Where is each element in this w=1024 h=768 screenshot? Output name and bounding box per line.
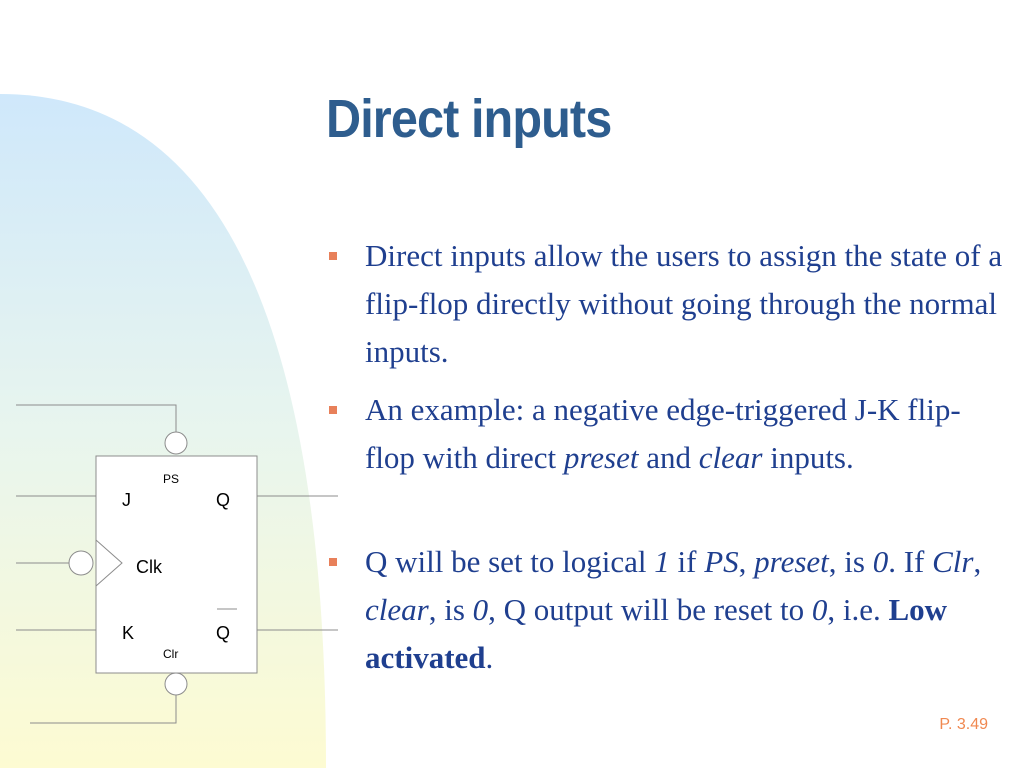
clear-wire [30,695,177,724]
bullet-text-run: clear [365,592,429,627]
bullet-text-run: Clr [932,544,974,579]
bullet-text-run: , [738,544,755,579]
clk-label: Clk [136,557,163,577]
q-label: Q [216,490,230,510]
bullet-text-run: inputs. [762,440,854,475]
bullet-text-run: An example: a negative edge-triggered J-… [365,392,961,475]
bullet-text-run: PS [704,544,739,579]
bullet-text-run: preset [563,440,639,475]
ps-label: PS [163,472,179,486]
bullet-text-run: 0 [472,592,489,627]
j-label: J [122,490,131,510]
slide-title: Direct inputs [326,89,612,149]
clk-inversion-bubble [68,550,94,576]
k-label: K [122,623,134,643]
bullet-text-run: Direct inputs allow the users to assign … [365,238,1003,369]
bullet-text-run: , Q output will be reset to [488,592,812,627]
bullet-text-run: clear [698,440,763,475]
bullet-text: An example: a negative edge-triggered J-… [365,386,1005,482]
page-number: P. 3.49 [939,716,988,733]
q-bar-label: Q [216,623,230,643]
bullet-text: Direct inputs allow the users to assign … [365,232,1005,376]
bullet-text-run: 1 [654,544,670,579]
clear-inversion-bubble [164,672,188,696]
bullet-text-run: 0 [872,544,889,579]
bullet-text-run: 0 [811,592,828,627]
bullet-text-run: . [485,640,494,675]
square-bullet-icon [329,406,337,414]
bullet-text-run: . If [888,544,933,579]
bullet-text: Q will be set to logical 1 if PS, preset… [365,538,1005,682]
bullet-text-run: preset [754,544,829,579]
jk-flip-flop-diagram: J PS Q Clk K Q Clr [16,404,338,724]
bullet-text-run: if [669,544,705,579]
bullet-text-run: , is [428,592,473,627]
square-bullet-icon [329,558,337,566]
square-bullet-icon [329,252,337,260]
bullet-text-run: Low activated [365,592,948,675]
preset-inversion-bubble [164,431,188,455]
bullet-text-run: Q will be set to logical [365,544,655,579]
clr-label: Clr [163,647,178,661]
flip-flop-box [95,455,258,674]
preset-wire [16,404,177,432]
bullet-text-run: and [638,440,699,475]
clock-edge-triangle [95,539,123,587]
bullet-text-run: , is [828,544,873,579]
bullet-text-run: , [973,544,982,579]
bullet-text-run: , i.e. [827,592,889,627]
